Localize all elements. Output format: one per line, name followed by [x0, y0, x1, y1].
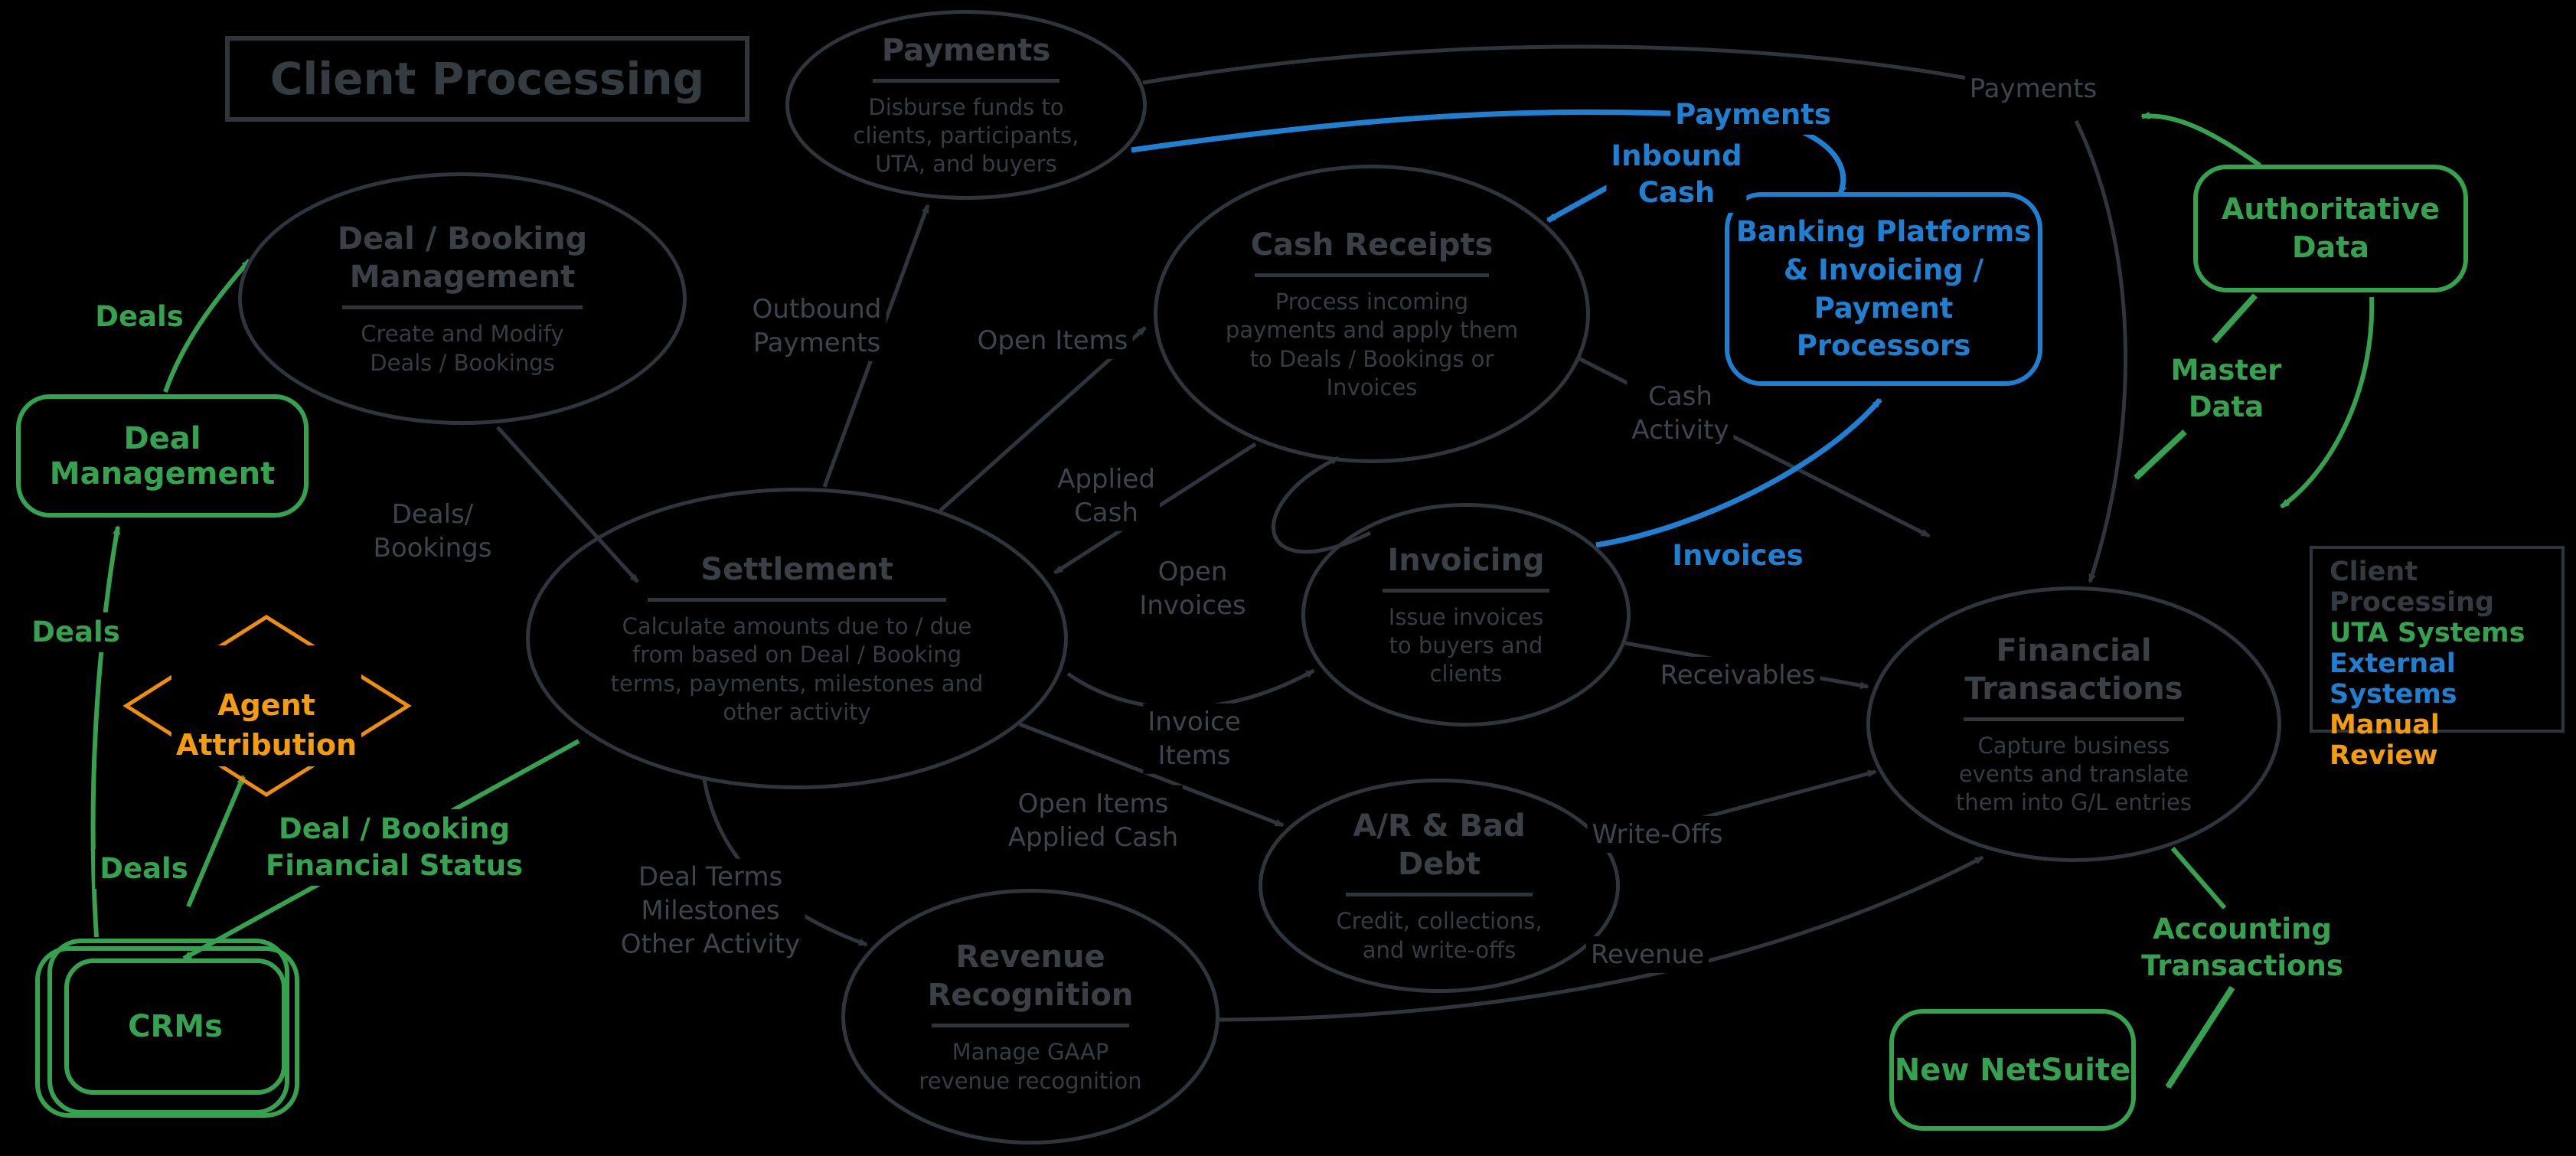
edge-settlement-to-invoicing [1066, 668, 1315, 710]
node-ar-bad-debt-desc: Credit, collections, and write-offs [1336, 908, 1543, 963]
node-payments-desc: Disburse funds to clients, participants,… [853, 93, 1079, 178]
divider [1255, 273, 1489, 278]
edge-invoicing-to-banking [1595, 397, 1882, 548]
system-new-netsuite-label: New NetSuite [1894, 1052, 2131, 1088]
node-invoicing-desc: Issue invoices to buyers and clients [1388, 603, 1544, 687]
edge-settlement-to-ar [1019, 722, 1285, 828]
system-authoritative-data: Authoritative Data [2193, 165, 2468, 292]
divider [1345, 893, 1533, 897]
edge-authdata-masterdata-b [2134, 429, 2187, 480]
node-invoicing-title: Invoicing [1387, 542, 1545, 578]
divider [932, 1024, 1129, 1028]
system-banking-platforms-label: Banking Platforms & Invoicing / Payment … [1735, 214, 2032, 363]
label-deal-terms: Deal Terms Milestones Other Activity [615, 858, 805, 964]
node-settlement-desc: Calculate amounts due to / due from base… [610, 613, 984, 725]
page-title-text: Client Processing [269, 53, 705, 105]
legend-item-manual-review: Manual Review [2330, 710, 2440, 771]
system-crms: CRMs [64, 958, 286, 1095]
edge-crms-to-dealmgmt [90, 525, 121, 938]
label-payments-gray: Payments [1964, 70, 2102, 108]
legend-item-uta-systems: UTA Systems [2330, 618, 2525, 648]
label-payments-blue: Payments [1670, 94, 1836, 136]
node-revenue-recognition-title: Revenue Recognition [927, 939, 1134, 1014]
divider [872, 78, 1060, 83]
edge-ft-accounting-a [2170, 847, 2227, 909]
node-deal-booking-mgmt-title: Deal / Booking Management [337, 221, 588, 296]
node-ar-bad-debt: A/R & Bad Debt Credit, collections, and … [1259, 779, 1620, 993]
label-open-items-applied-cash: Open Items Applied Cash [1003, 785, 1184, 857]
node-cash-receipts: Cash Receipts Process incoming payments … [1154, 165, 1590, 463]
edge-revrec-to-ft [1219, 855, 1984, 1022]
label-outbound-payments: Outbound Payments [747, 290, 886, 362]
system-deal-management-label: Deal Management [49, 420, 276, 491]
node-financial-transactions: Financial Transactions Capture business … [1866, 586, 2281, 862]
edge-payments-label-to-banking [1801, 129, 1847, 195]
divider [341, 305, 583, 310]
legend-item-external-systems: External Systems [2330, 648, 2457, 710]
label-applied-cash: Applied Cash [1053, 460, 1160, 532]
node-cash-receipts-title: Cash Receipts [1250, 227, 1494, 263]
node-settlement-title: Settlement [700, 552, 893, 588]
edge-dealmgmt-to-dealbooking [163, 259, 252, 393]
edge-authdata-masterdata-a [2212, 293, 2258, 344]
edge-invoicing-to-cash-receipts [1272, 456, 1372, 554]
label-invoices-blue: Invoices [1667, 535, 1808, 576]
label-open-invoices: Open Invoices [1135, 553, 1251, 625]
node-ar-bad-debt-title: A/R & Bad Debt [1353, 808, 1526, 883]
system-crms-stack-mid [47, 939, 289, 1115]
label-deal-booking-financial-status: Deal / Booking Financial Status [260, 808, 528, 887]
node-deal-booking-mgmt: Deal / Booking Management Create and Mod… [238, 172, 687, 425]
edge-authdata-down [2280, 296, 2375, 509]
label-open-items: Open Items [972, 322, 1133, 360]
label-deals-3: Deals [95, 848, 193, 890]
label-write-offs: Write-Offs [1587, 815, 1728, 854]
node-financial-transactions-title: Financial Transactions [1964, 632, 2183, 707]
legend-item-client-processing: Client Processing [2330, 557, 2495, 618]
node-payments-title: Payments [881, 32, 1051, 68]
system-authoritative-data-label: Authoritative Data [2221, 192, 2441, 264]
label-accounting-transactions: Accounting Transactions [2137, 909, 2348, 987]
label-receivables: Receivables [1655, 656, 1820, 694]
agent-attribution-text: Agent Attribution [175, 688, 358, 762]
divider [1964, 717, 2184, 721]
system-deal-management: Deal Management [16, 394, 309, 518]
edge-payments-to-banking-line [1131, 109, 1712, 153]
edge-crms-to-agent-attribution [186, 775, 246, 908]
system-agent-attribution-label: Agent Attribution [171, 645, 362, 766]
node-revenue-recognition-desc: Manage GAAP revenue recognition [919, 1039, 1142, 1094]
node-deal-booking-mgmt-desc: Create and Modify Deals / Bookings [361, 321, 564, 376]
node-financial-transactions-desc: Capture business events and translate th… [1956, 732, 2192, 816]
divider [1382, 588, 1550, 593]
divider [647, 598, 947, 602]
label-cash-activity: Cash Activity [1627, 377, 1734, 449]
label-invoice-items: Invoice Items [1143, 703, 1246, 775]
label-inbound-cash: Inbound Cash [1606, 136, 1747, 214]
page-title: Client Processing [225, 36, 749, 122]
label-deals-2: Deals [27, 612, 125, 653]
system-crms-stack-outer [35, 946, 299, 1118]
label-revenue: Revenue [1585, 936, 1709, 974]
node-payments: Payments Disburse funds to clients, part… [785, 10, 1147, 200]
edge-inboundcash-to-cash-receipts [1546, 181, 1615, 224]
node-settlement: Settlement Calculate amounts due to / du… [526, 488, 1068, 789]
legend: Client Processing UTA Systems External S… [2310, 546, 2565, 771]
label-deals-bookings: Deals/ Bookings [368, 495, 497, 567]
label-deals-1: Deals [90, 296, 188, 338]
system-new-netsuite: New NetSuite [1889, 1009, 2136, 1131]
label-master-data: Master Data [2166, 350, 2287, 428]
node-invoicing: Invoicing Issue invoices to buyers and c… [1301, 503, 1631, 727]
node-revenue-recognition: Revenue Recognition Manage GAAP revenue … [841, 889, 1219, 1145]
edge-payments-top-line [1142, 44, 1976, 85]
edge-ft-accounting-b [2165, 985, 2235, 1089]
node-cash-receipts-desc: Process incoming payments and apply them… [1225, 289, 1519, 400]
edge-authdata-to-payments-label [2140, 111, 2261, 168]
system-banking-platforms: Banking Platforms & Invoicing / Payment … [1725, 192, 2042, 386]
system-crms-label: CRMs [128, 1009, 223, 1044]
edge-payments-to-ft [2074, 119, 2127, 583]
